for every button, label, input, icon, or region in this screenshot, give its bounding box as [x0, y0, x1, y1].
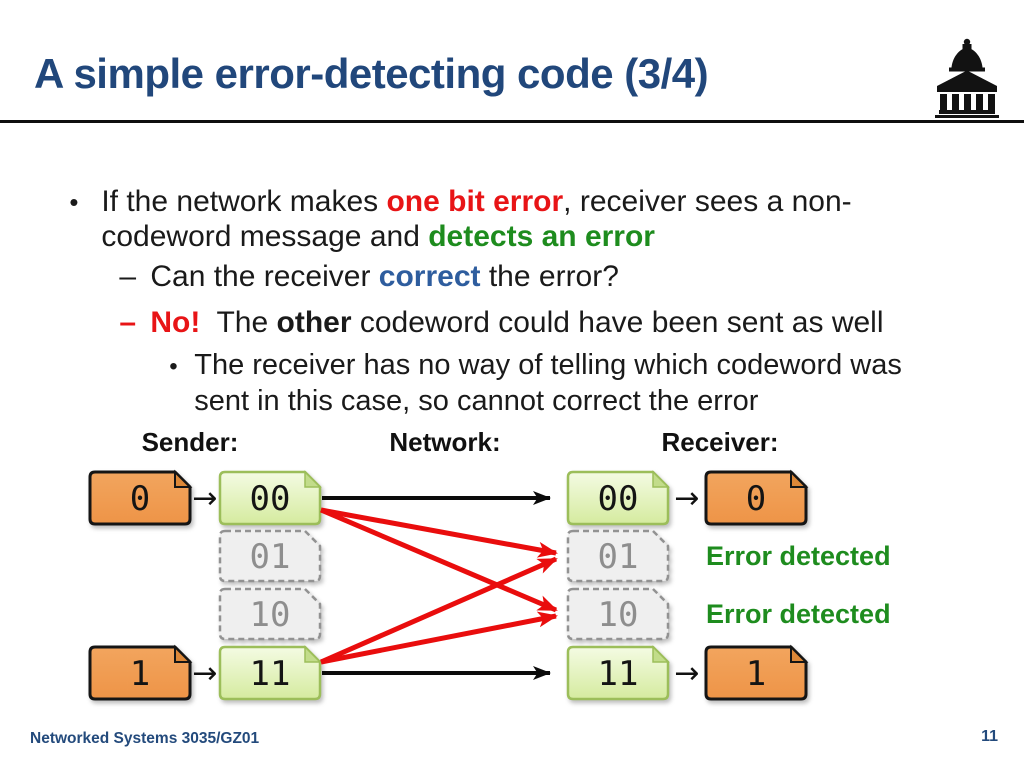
sub-bullet-line-cont: sent in this case, so cannot correct the… [162, 353, 758, 450]
sender-codeword-01-box: 01 [218, 529, 322, 583]
error-detected-label-10: Error detected [706, 599, 891, 629]
b3-text-2: codeword could have been sent as well [351, 305, 884, 339]
b1c-text: codeword message and [101, 219, 429, 253]
sender-bit-1: 1 [130, 654, 150, 694]
sender-bit-0-box: 0 [88, 469, 193, 526]
receiver-bit-0: 0 [746, 479, 766, 519]
bullet-line-1-cont: codeword message and detects an error [68, 186, 655, 287]
b1-text-2: , receiver sees a non- [563, 184, 852, 218]
receiver-bit-0-box: 0 [704, 469, 809, 526]
codeword-diagram: Sender: Network: Receiver: 0 00 01 [88, 427, 891, 701]
red-arrow-11-to-10 [320, 611, 558, 665]
receiver-codeword-11-box: 11 [566, 645, 670, 701]
bullet-l1-icon: • [69, 186, 79, 217]
bullet-line-1: • If the network makes one bit error, rec… [36, 151, 852, 252]
mini-arrow-icon: → [192, 481, 217, 516]
sender-codeword-11: 11 [250, 654, 291, 694]
mini-arrow-icon: → [674, 481, 699, 516]
dash-line-1: –Can the receiver correct the error? [86, 226, 619, 327]
label-sender: Sender: [142, 427, 239, 457]
footer-course-label: Networked Systems 3035/GZ01 [30, 730, 260, 747]
receiver-codeword-00-box: 00 [566, 470, 670, 526]
sender-codeword-11-box: 11 [218, 645, 322, 701]
slide-number: 11 [981, 728, 998, 745]
dash-line-2: –No! The other codeword could have been … [86, 272, 884, 373]
b2-blue-text: correct [378, 259, 481, 293]
b2-text: Can the receiver [150, 259, 379, 293]
sender-codeword-10: 10 [250, 595, 291, 635]
sender-bit-0: 0 [130, 479, 150, 519]
b4c-text: sent in this case, so cannot correct the… [194, 385, 759, 418]
title-divider [0, 120, 1024, 123]
b1-red-text: one bit error [386, 184, 564, 218]
sender-bit-1-box: 1 [88, 644, 193, 701]
b3-bold-text: other [276, 305, 352, 339]
receiver-codeword-11: 11 [598, 654, 639, 694]
b1c-green-text: detects an error [428, 219, 655, 253]
b3-text: The [200, 305, 277, 339]
error-detected-label-01: Error detected [706, 541, 891, 571]
b4-text: The receiver has no way of telling which… [194, 349, 902, 382]
sub-bullet-line: • The receiver has no way of telling whic… [137, 317, 902, 414]
sender-codeword-10-box: 10 [218, 587, 322, 641]
sender-codeword-01: 01 [250, 537, 291, 577]
b1-text: If the network makes [101, 184, 387, 218]
sender-codeword-00: 00 [250, 479, 291, 519]
receiver-codeword-10-box: 10 [566, 587, 670, 641]
receiver-codeword-01-box: 01 [566, 529, 670, 583]
label-network: Network: [389, 427, 500, 457]
receiver-codeword-01: 01 [598, 537, 639, 577]
page-title: A simple error-detecting code (3/4) [34, 50, 709, 97]
mini-arrow-icon: → [192, 656, 217, 691]
ucl-portico-icon [935, 38, 999, 118]
bullet-l3-icon: • [169, 353, 178, 381]
dash-l2-red-icon: – [119, 305, 137, 339]
receiver-bit-1-box: 1 [704, 644, 809, 701]
b3-red-text: No! [150, 305, 201, 339]
sender-codeword-00-box: 00 [218, 470, 322, 526]
mini-arrow-icon: → [674, 656, 699, 691]
receiver-bit-1: 1 [746, 654, 766, 694]
receiver-codeword-10: 10 [598, 595, 639, 635]
label-receiver: Receiver: [661, 427, 778, 457]
red-arrow-11-to-01 [319, 556, 558, 665]
b2-text-2: the error? [480, 259, 619, 293]
red-arrow-00-to-01 [320, 507, 558, 558]
red-arrow-00-to-10 [320, 507, 558, 613]
receiver-codeword-00: 00 [598, 479, 639, 519]
dash-l2-icon: – [119, 259, 137, 293]
